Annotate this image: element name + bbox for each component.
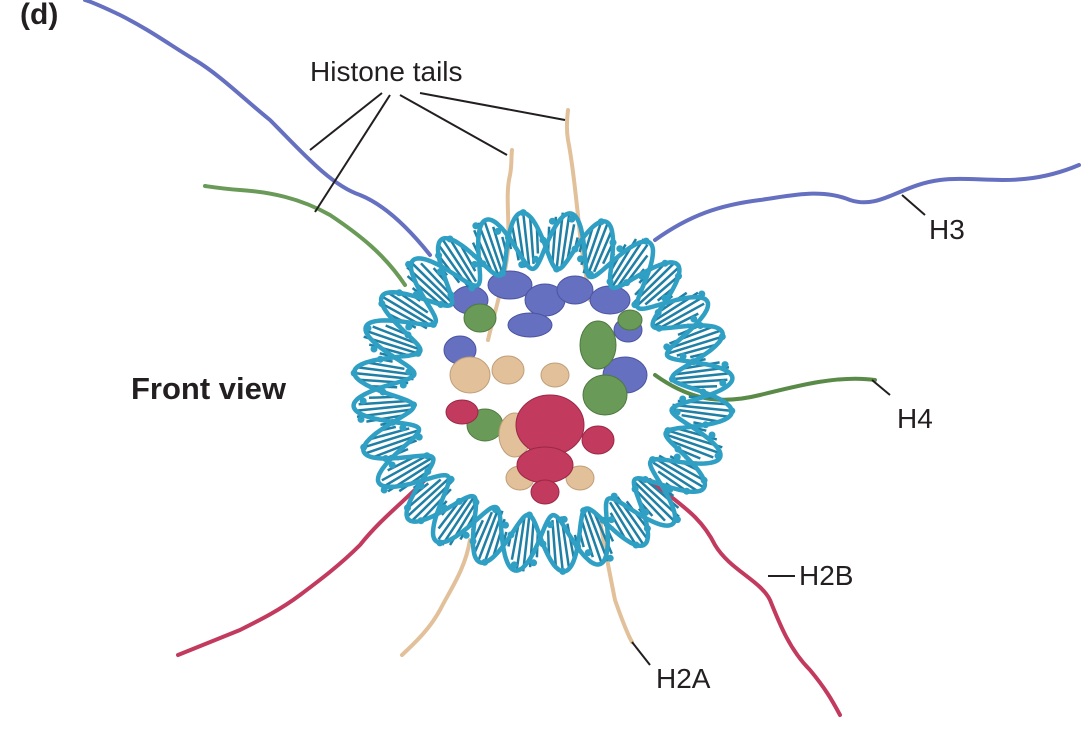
h4-label: H4 <box>897 403 933 434</box>
histone-core <box>443 270 648 505</box>
h2a-leader <box>631 641 651 666</box>
histone-tails-label: Histone tails <box>310 56 463 87</box>
h2a-tail-bottom-right <box>598 518 634 644</box>
h2b-label: H2B <box>799 560 854 591</box>
h3-tail-left <box>83 0 432 257</box>
leader-lines <box>309 92 926 666</box>
h2a-tail-top-left <box>486 148 514 342</box>
dna-strand-1 <box>351 210 735 574</box>
h3-leader <box>901 194 926 216</box>
view-label: Front view <box>131 371 287 406</box>
h3-label: H3 <box>929 214 965 245</box>
h4-tail-right <box>653 373 877 402</box>
histone-tails-leader-4 <box>419 92 566 121</box>
h2b-core <box>445 394 615 505</box>
dna-superhelix <box>350 209 736 575</box>
h4-leader <box>871 379 891 396</box>
h2a-tail-bottom-left <box>400 538 472 657</box>
histone-tails-leader-1 <box>309 92 383 151</box>
histone-tails-leader-2 <box>314 94 391 213</box>
h4-core <box>463 303 643 442</box>
panel-label: (d) <box>20 0 59 31</box>
dna-strand-2 <box>351 211 735 573</box>
histone-tails-leader-3 <box>399 94 508 156</box>
h3-tail-right <box>653 163 1081 242</box>
h4-tail-left <box>203 184 407 287</box>
histone-tails <box>83 0 1081 717</box>
h2a-label: H2A <box>656 663 711 694</box>
h2b-tail-right <box>648 478 842 717</box>
h2b-tail-left <box>176 478 427 657</box>
